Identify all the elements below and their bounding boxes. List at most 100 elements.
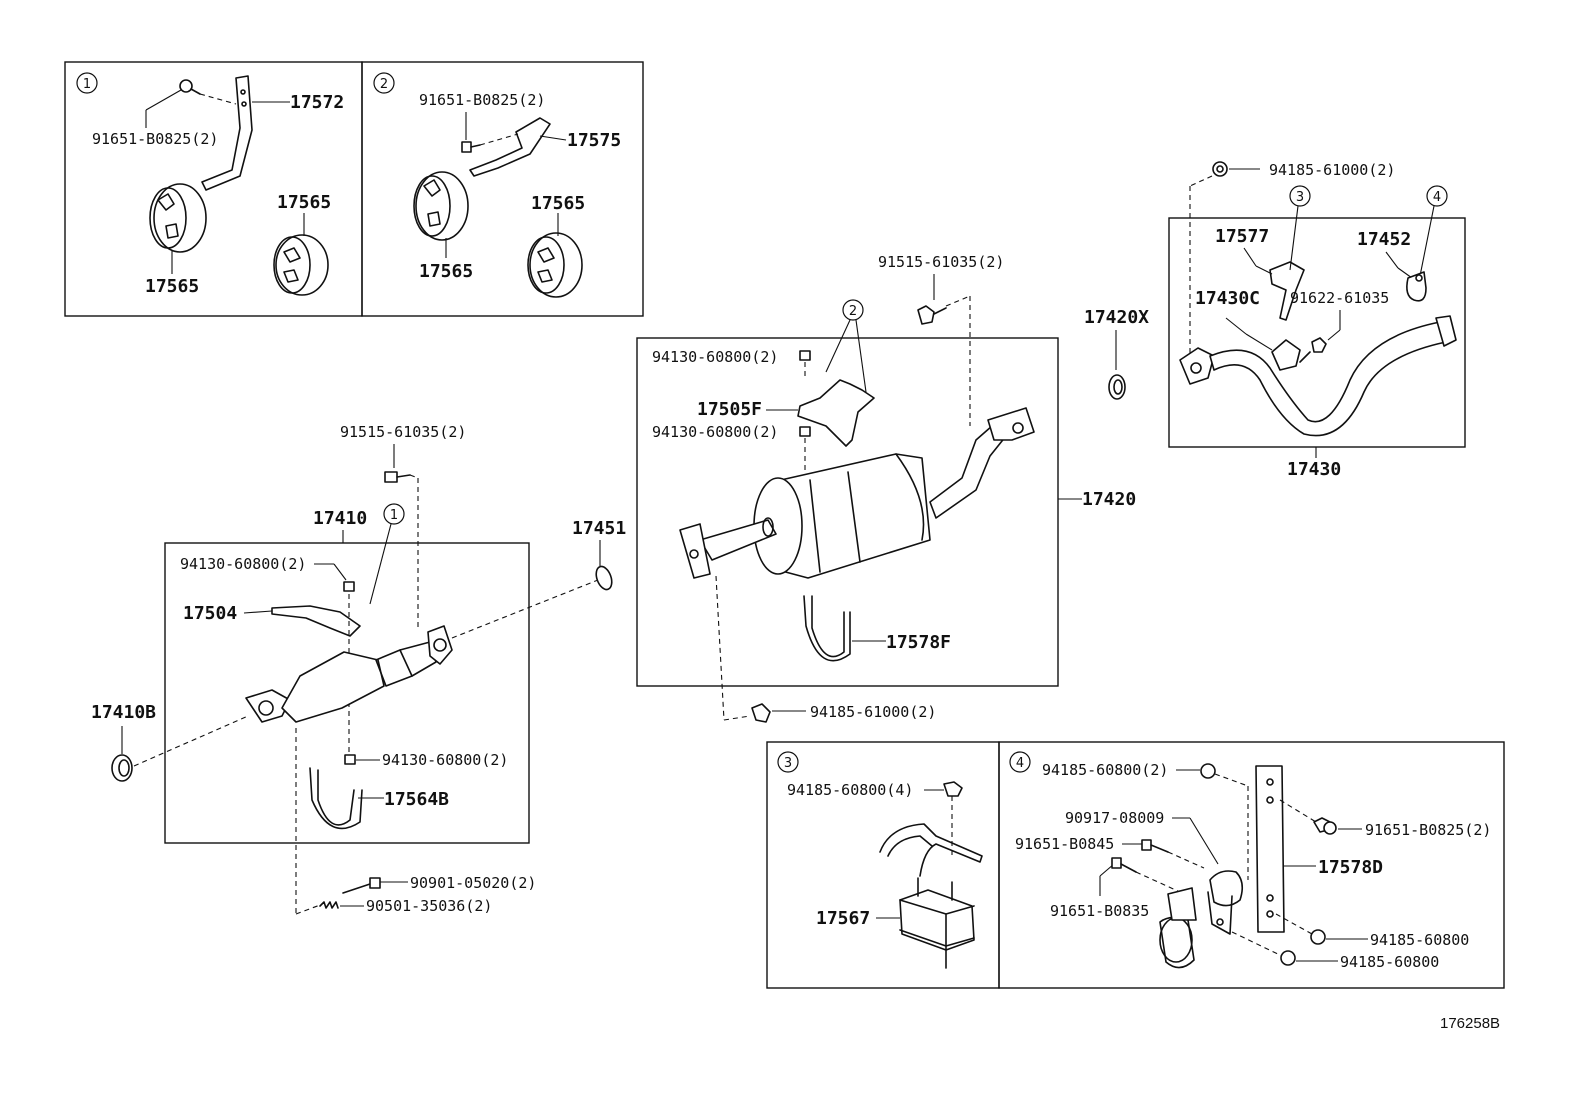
bolt-icon (1299, 337, 1327, 363)
label-91651-b0845: 91651-B0845 (1015, 835, 1114, 853)
muffler-group: 91515-61035(2) 2 94130-60800(2) 17505F 9… (652, 253, 1136, 723)
label-94130-60800-muffler-upper: 94130-60800(2) (652, 348, 778, 366)
label-91651-b0825-inset4: 91651-B0825(2) (1365, 821, 1491, 839)
nut-icon (751, 703, 771, 723)
label-17565-inset2-left: 17565 (419, 261, 473, 282)
callout-3-label: 3 (1296, 190, 1304, 205)
nut-icon (1310, 929, 1326, 945)
front-pipe-group: 91515-61035(2) 17410 1 94130-60800(2) 17… (91, 423, 599, 915)
rubber-hanger-icon (413, 171, 469, 241)
inset-marker-3-label: 3 (784, 756, 792, 771)
muffler-box (636, 337, 1059, 687)
nut-icon (1280, 950, 1296, 966)
label-91515-61035-front: 91515-61035(2) (340, 423, 466, 441)
nut-icon (344, 754, 356, 765)
ring-icon (595, 565, 613, 591)
rubber-hanger-icon (527, 232, 583, 298)
catalytic-converter-icon (245, 625, 453, 723)
label-94130-60800-front-upper: 94130-60800(2) (180, 555, 306, 573)
inset-box-3 (766, 741, 1000, 989)
label-17565-left: 17565 (145, 276, 199, 297)
bolt-icon (917, 305, 947, 325)
ring-17451-group: 17451 (572, 518, 626, 591)
label-91651-b0835: 91651-B0835 (1050, 902, 1149, 920)
label-94185-60800-2: 94185-60800(2) (1042, 761, 1168, 779)
gasket-ring-icon (111, 754, 133, 782)
label-17410b: 17410B (91, 702, 156, 723)
inset-box-4 (998, 741, 1505, 989)
bolt-icon (342, 877, 381, 894)
u-clamp-17564b-icon (309, 767, 363, 830)
nut-icon (1200, 763, 1216, 779)
nut-icon (943, 781, 963, 797)
plate-17578d-icon (1255, 765, 1285, 933)
bolt-icon (461, 141, 481, 153)
label-17452: 17452 (1357, 229, 1411, 250)
inset-marker-1-label: 1 (83, 77, 91, 92)
label-91622-61035: 91622-61035 (1290, 289, 1389, 307)
gasket-ring-icon (1108, 374, 1126, 400)
inset-box-2 (361, 61, 644, 317)
label-17578f: 17578F (886, 632, 951, 653)
bolt-icon (179, 79, 201, 95)
callout-1 (383, 503, 405, 525)
label-17577: 17577 (1215, 226, 1269, 247)
callout-4-label: 4 (1433, 190, 1441, 205)
callout-1-label: 1 (390, 508, 398, 523)
insulator-17430c-icon (1271, 339, 1301, 371)
inset-marker-2-label: 2 (380, 77, 388, 92)
label-17504: 17504 (183, 603, 237, 624)
hanger-clamp-icon (1159, 870, 1244, 969)
callout-2 (842, 299, 864, 321)
nut-icon (343, 581, 355, 592)
bolt-icon (1111, 857, 1137, 873)
callout-4 (1426, 185, 1448, 207)
label-94185-61000-tail: 94185-61000(2) (1269, 161, 1395, 179)
bolt-icon (1313, 817, 1337, 835)
inset-2: 2 91651-B0825(2) 17575 17565 17565 (373, 72, 621, 298)
label-17430: 17430 (1287, 459, 1341, 480)
bolt-icon (1141, 839, 1169, 853)
label-17567: 17567 (816, 908, 870, 929)
bracket-17572-icon (201, 75, 253, 191)
label-94130-60800-front-lower: 94130-60800(2) (382, 751, 508, 769)
bracket-17505f-icon (797, 379, 875, 447)
front-pipe-box (164, 542, 530, 844)
label-17420x: 17420X (1084, 307, 1149, 328)
label-91651-b0825-inset1: 91651-B0825(2) (92, 130, 218, 148)
callout-3 (1289, 185, 1311, 207)
label-17578d: 17578D (1318, 857, 1383, 878)
label-17565-inset2-right: 17565 (531, 193, 585, 214)
nut-icon (799, 350, 811, 361)
clamp-17452-icon (1406, 271, 1427, 302)
u-clamp-17578f-icon (803, 595, 851, 662)
inset-marker-3 (777, 751, 799, 773)
label-17505f: 17505F (697, 399, 762, 420)
label-90917-08009: 90917-08009 (1065, 809, 1164, 827)
muffler-icon (679, 407, 1035, 579)
bracket-17577-icon (1269, 261, 1305, 321)
nut-icon (1212, 161, 1228, 177)
gasket-17420x-group: 17420X (1084, 307, 1149, 400)
tail-pipe-group: 94185-61000(2) 3 4 17577 17452 17430C 91… (1179, 161, 1457, 480)
label-17572: 17572 (290, 92, 344, 113)
inset-marker-4-label: 4 (1016, 756, 1024, 771)
label-91515-61035-muffler: 91515-61035(2) (878, 253, 1004, 271)
label-17430c: 17430C (1195, 288, 1260, 309)
diagram-id: 176258B (1440, 1015, 1500, 1032)
tail-pipe-icon (1179, 315, 1457, 437)
label-17575: 17575 (567, 130, 621, 151)
rubber-hanger-icon (273, 234, 329, 296)
inset-1: 1 17572 91651-B0825(2) 17565 (76, 72, 344, 297)
label-94130-60800-muffler-lower: 94130-60800(2) (652, 423, 778, 441)
inset-3: 3 94185-60800(4) 17567 (777, 751, 983, 969)
bolt-icon (384, 471, 411, 483)
label-17565-right: 17565 (277, 192, 331, 213)
inset-marker-2 (373, 72, 395, 94)
label-94185-61000-muffler: 94185-61000(2) (810, 703, 936, 721)
label-91651-b0825-inset2: 91651-B0825(2) (419, 91, 545, 109)
label-94185-60800-mid: 94185-60800 (1370, 931, 1469, 949)
rubber-hanger-icon (149, 183, 207, 253)
label-94185-60800-4: 94185-60800(4) (787, 781, 913, 799)
